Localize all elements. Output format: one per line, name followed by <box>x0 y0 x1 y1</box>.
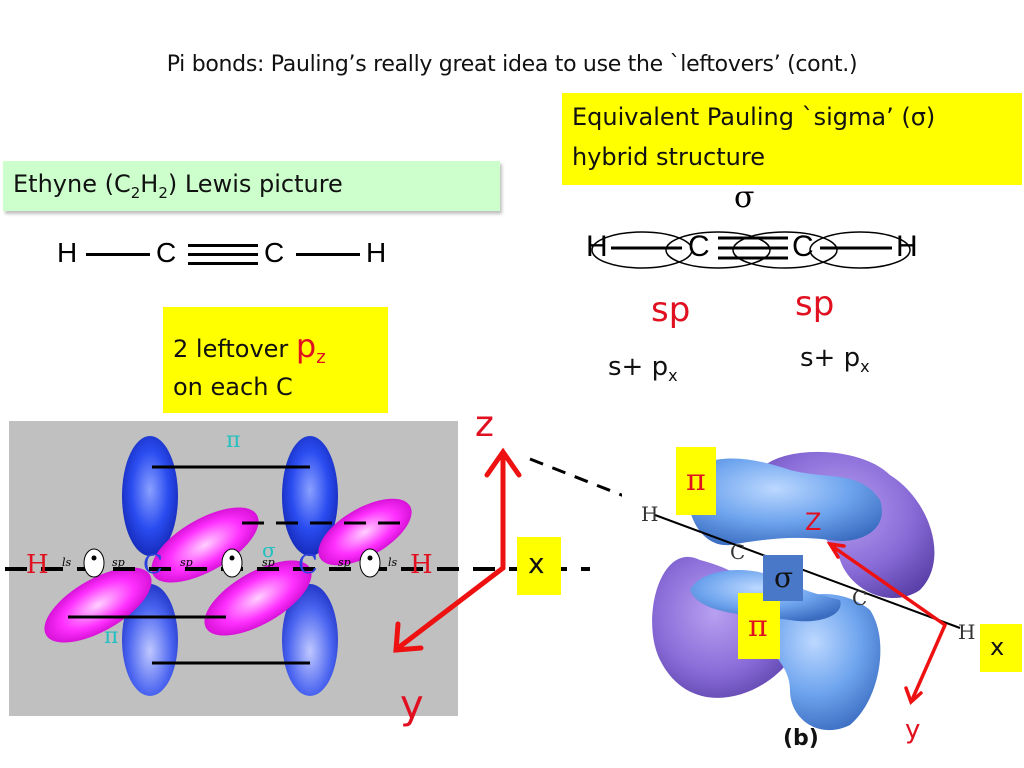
fig-sp-2: sp <box>180 556 193 569</box>
lewis-single-bond-right <box>296 253 360 256</box>
axis-x-box-3d: x <box>980 624 1022 672</box>
fig-sp-1: sp <box>112 556 125 569</box>
ethyne-label: Ethyne (C2H2) Lewis picture <box>13 170 343 202</box>
figure-caption-b: (b) <box>783 726 819 751</box>
spx-label-right: s+ px <box>800 343 870 377</box>
axis-label-z: z <box>475 404 494 445</box>
fig-ls-left: ls <box>62 556 72 569</box>
lewis-c-right: C <box>264 237 285 268</box>
atom-c-bottom-3d: C <box>852 586 868 610</box>
fig-h-left: H <box>26 550 49 580</box>
spx-label-left: s+ px <box>608 352 678 386</box>
fig-sp-4: sp <box>338 556 351 569</box>
axis-label-y-3d: y <box>905 715 921 745</box>
axis-label-y: y <box>400 682 424 728</box>
sigma-symbol: σ <box>734 180 755 215</box>
sp-label-right: sp <box>795 284 835 324</box>
leftover-pz-box: 2 leftover pz on each C <box>163 307 388 413</box>
ethyne-label-box: Ethyne (C2H2) Lewis picture <box>3 161 500 211</box>
sigma-c-right: C <box>792 230 814 263</box>
lewis-triple-bond-1 <box>188 244 258 247</box>
fig-c-right: C <box>298 550 318 580</box>
fig-sp-3: sp <box>262 556 275 569</box>
pi-label-bottom-3d: π <box>748 609 768 644</box>
leftover-line-1: 2 leftover pz <box>173 327 326 368</box>
atom-h-bottom-3d: H <box>958 620 976 644</box>
axis-label-x-3d: x <box>990 633 1005 661</box>
pi-label-bottom: π <box>104 624 119 649</box>
fig-h-right: H <box>410 550 433 580</box>
lewis-triple-bond-2 <box>188 253 258 256</box>
pi-box-bottom-3d: π <box>738 593 780 659</box>
fig-c-left: C <box>143 550 163 580</box>
sigma-c-left: C <box>688 230 710 263</box>
lewis-single-bond-left <box>86 253 150 256</box>
pauling-line-2: hybrid structure <box>572 143 765 171</box>
lewis-c-left: C <box>156 237 177 268</box>
hybrid-lobe-4 <box>809 231 911 269</box>
sigma-label-3d: σ <box>774 561 794 594</box>
slide-title: Pi bonds: Pauling’s really great idea to… <box>166 52 858 77</box>
axis-x-box: x <box>517 537 561 595</box>
leftover-line-2: on each C <box>173 373 293 401</box>
sigma-h-left: H <box>586 230 608 263</box>
pauling-line-1: Equivalent Pauling `sigma’ (σ) <box>572 103 936 131</box>
lewis-triple-bond-3 <box>188 262 258 265</box>
sigma-box-3d: σ <box>763 555 803 601</box>
pi-box-top-3d: π <box>676 447 716 515</box>
lewis-h-right: H <box>366 237 387 268</box>
sigma-label-left-figure: σ <box>262 538 276 562</box>
pi-label-top-3d: π <box>686 463 706 498</box>
hybrid-lobe-2 <box>665 231 771 269</box>
sp-label-left: sp <box>651 290 691 330</box>
pi-label-top: π <box>226 428 241 453</box>
pauling-sigma-box: Equivalent Pauling `sigma’ (σ) hybrid st… <box>562 93 1022 185</box>
sigma-h-right: H <box>896 230 918 263</box>
atom-c-top-3d: C <box>730 540 746 564</box>
atom-h-top-3d: H <box>641 502 659 526</box>
fig-ls-right: ls <box>388 556 398 569</box>
axis-label-x: x <box>528 547 545 580</box>
hybrid-lobe-3 <box>732 231 838 269</box>
lewis-structure: H C C H <box>0 235 420 280</box>
lewis-h-left: H <box>57 237 78 268</box>
axis-label-z-3d: Z <box>805 508 822 536</box>
